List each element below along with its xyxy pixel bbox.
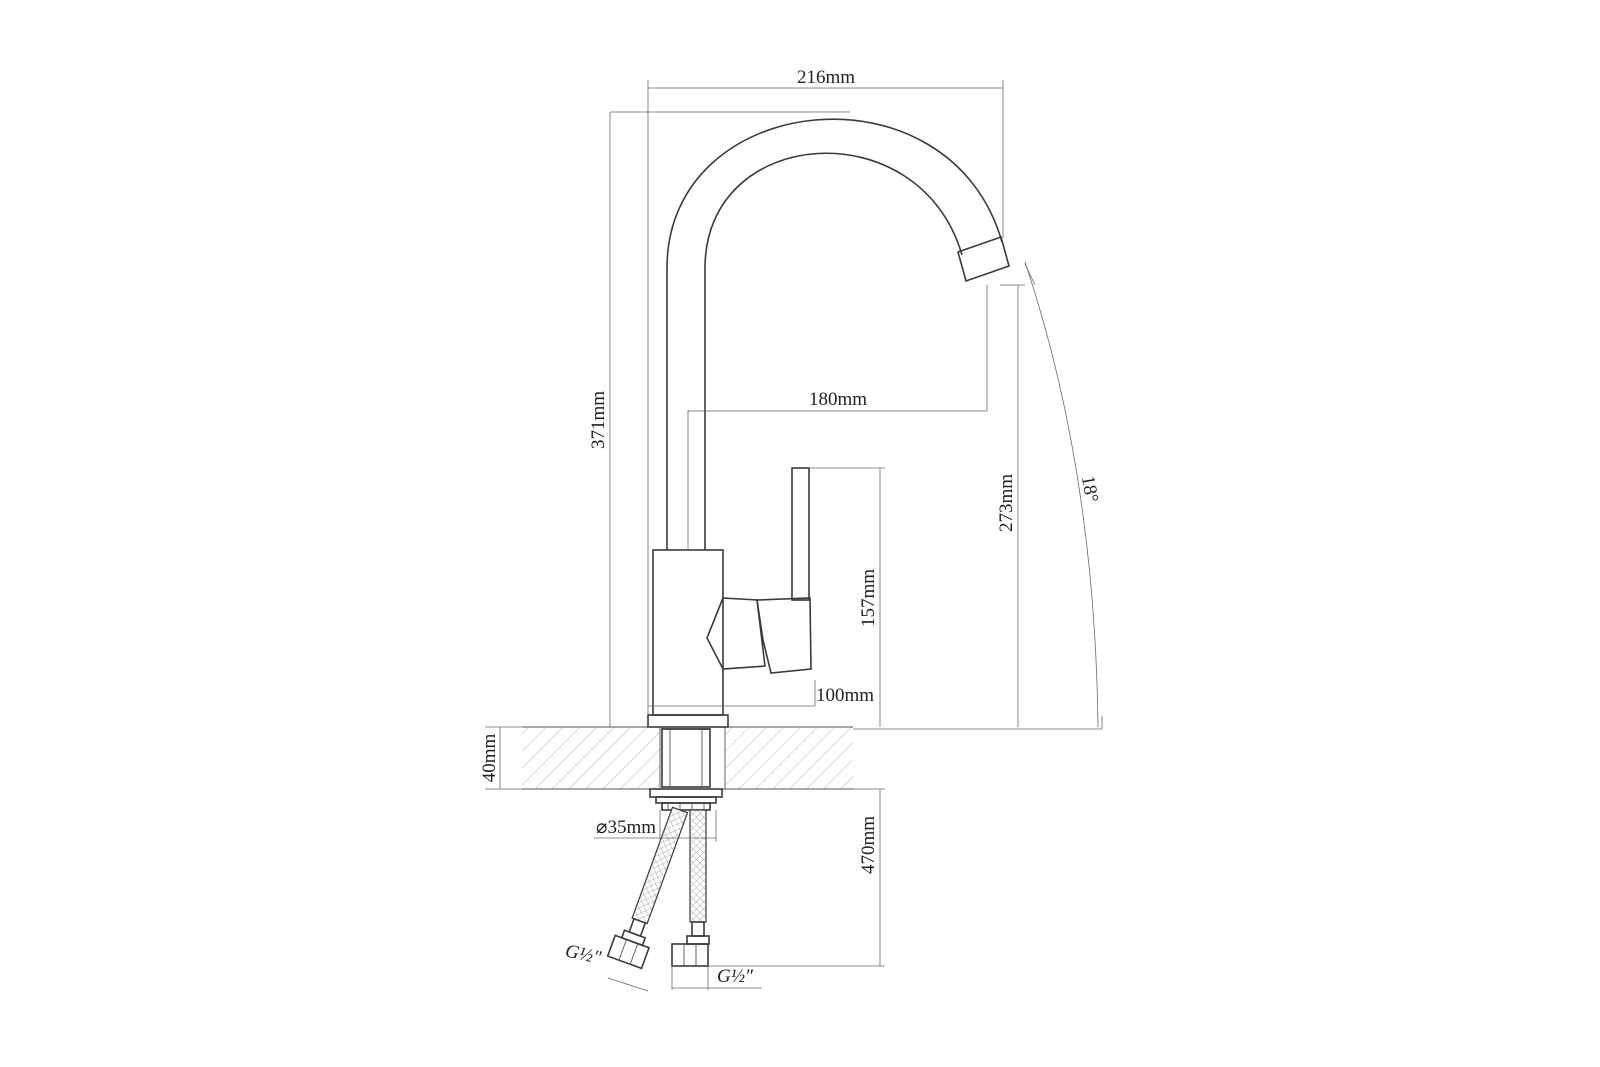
- mounting-nut: [649, 788, 723, 811]
- fitting-left: [606, 934, 651, 970]
- countertop-left-section: [522, 727, 660, 789]
- dim-reach: 180mm: [809, 389, 867, 410]
- hose-right: [689, 809, 707, 923]
- dim-hose-length: 470mm: [858, 816, 879, 874]
- body: [652, 549, 724, 716]
- spout-outer: [666, 118, 1003, 269]
- fitting-right: [671, 943, 709, 967]
- faucet: [647, 118, 1010, 728]
- dim-total-height: 371mm: [588, 391, 609, 449]
- cartridge-housing: [706, 597, 766, 670]
- base-plate: [647, 714, 729, 728]
- dim-body-width: 100mm: [816, 685, 874, 706]
- dim-lever-height: 157mm: [858, 569, 879, 627]
- dim-spout-height: 273mm: [996, 474, 1017, 532]
- dim-deck-thickness: 40mm: [479, 734, 500, 783]
- dim-thread-left: G½": [563, 941, 604, 969]
- dim-thread-right: G½": [717, 966, 754, 987]
- handle-base: [756, 597, 812, 674]
- dimension-lines: [485, 80, 1103, 992]
- countertop: [522, 726, 853, 790]
- dim-total-width: 216mm: [797, 67, 855, 88]
- aerator: [957, 235, 1010, 283]
- countertop-right-section: [725, 727, 853, 789]
- mounting-shank: [661, 728, 711, 788]
- lever-handle: [791, 467, 810, 601]
- dim-swivel-angle: 18°: [1077, 474, 1102, 504]
- spout-inner: [704, 152, 963, 269]
- dim-hole-diameter: ⌀35mm: [596, 817, 656, 838]
